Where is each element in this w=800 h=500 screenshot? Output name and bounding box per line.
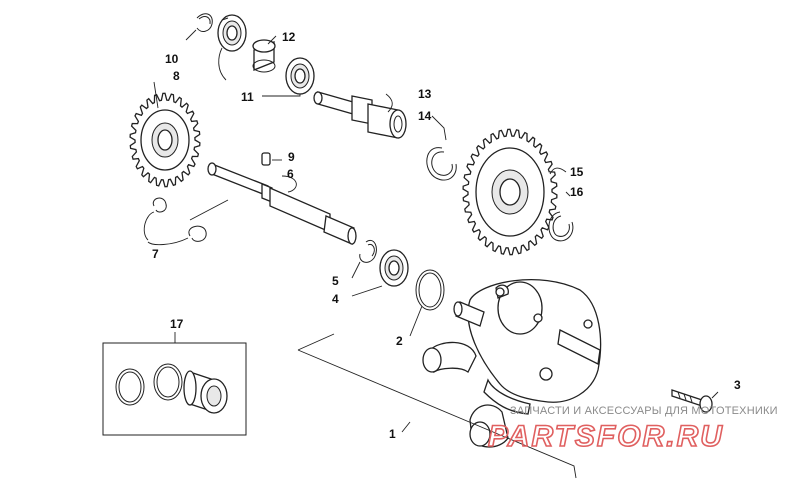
callout-7: 7 — [152, 247, 159, 261]
circlip-5 — [359, 240, 377, 263]
callout-8: 8 — [173, 69, 180, 83]
callout-10: 10 — [165, 52, 179, 66]
callout-13: 13 — [418, 87, 432, 101]
bolt-3 — [671, 389, 713, 413]
snap-ring-7b — [188, 225, 207, 242]
gear-8 — [129, 92, 201, 188]
callout-12: 12 — [282, 30, 296, 44]
bearing-4 — [379, 249, 409, 287]
leader-lines — [143, 29, 719, 433]
callout-6: 6 — [287, 167, 294, 181]
callout-1: 1 — [389, 427, 396, 441]
o-ring-2 — [415, 269, 445, 311]
watermark-caption: ЗАПЧАСТИ И АКСЕССУАРЫ ДЛЯ МОТОТЕХНИКИ — [510, 405, 778, 417]
snap-ring-7a — [152, 197, 167, 213]
pump-housing-1 — [422, 279, 602, 448]
drive-shaft-6 — [207, 162, 357, 245]
impeller-shaft-13 — [313, 91, 407, 139]
bushing-12 — [252, 39, 276, 73]
bearing-11-upper — [217, 14, 247, 52]
bearing-11-lower — [285, 57, 315, 95]
snap-ring-10 — [196, 13, 213, 32]
callout-3: 3 — [734, 378, 741, 392]
callout-14: 14 — [418, 109, 432, 123]
circlip-16 — [548, 211, 574, 242]
callout-5: 5 — [332, 274, 339, 288]
seal-kit-17 — [102, 342, 247, 436]
callout-2: 2 — [396, 334, 403, 348]
housing-assembly-bracket — [297, 333, 577, 479]
pin-9 — [261, 152, 271, 166]
gear-15 — [462, 128, 558, 256]
callout-17: 17 — [170, 317, 184, 331]
circlip-14 — [426, 147, 457, 181]
callout-9: 9 — [288, 150, 295, 164]
watermark-logo: PARTSFOR.RU — [488, 420, 724, 453]
callout-4: 4 — [332, 292, 339, 306]
callout-16: 16 — [570, 185, 584, 199]
callout-15: 15 — [570, 165, 584, 179]
callout-11: 11 — [241, 90, 254, 104]
